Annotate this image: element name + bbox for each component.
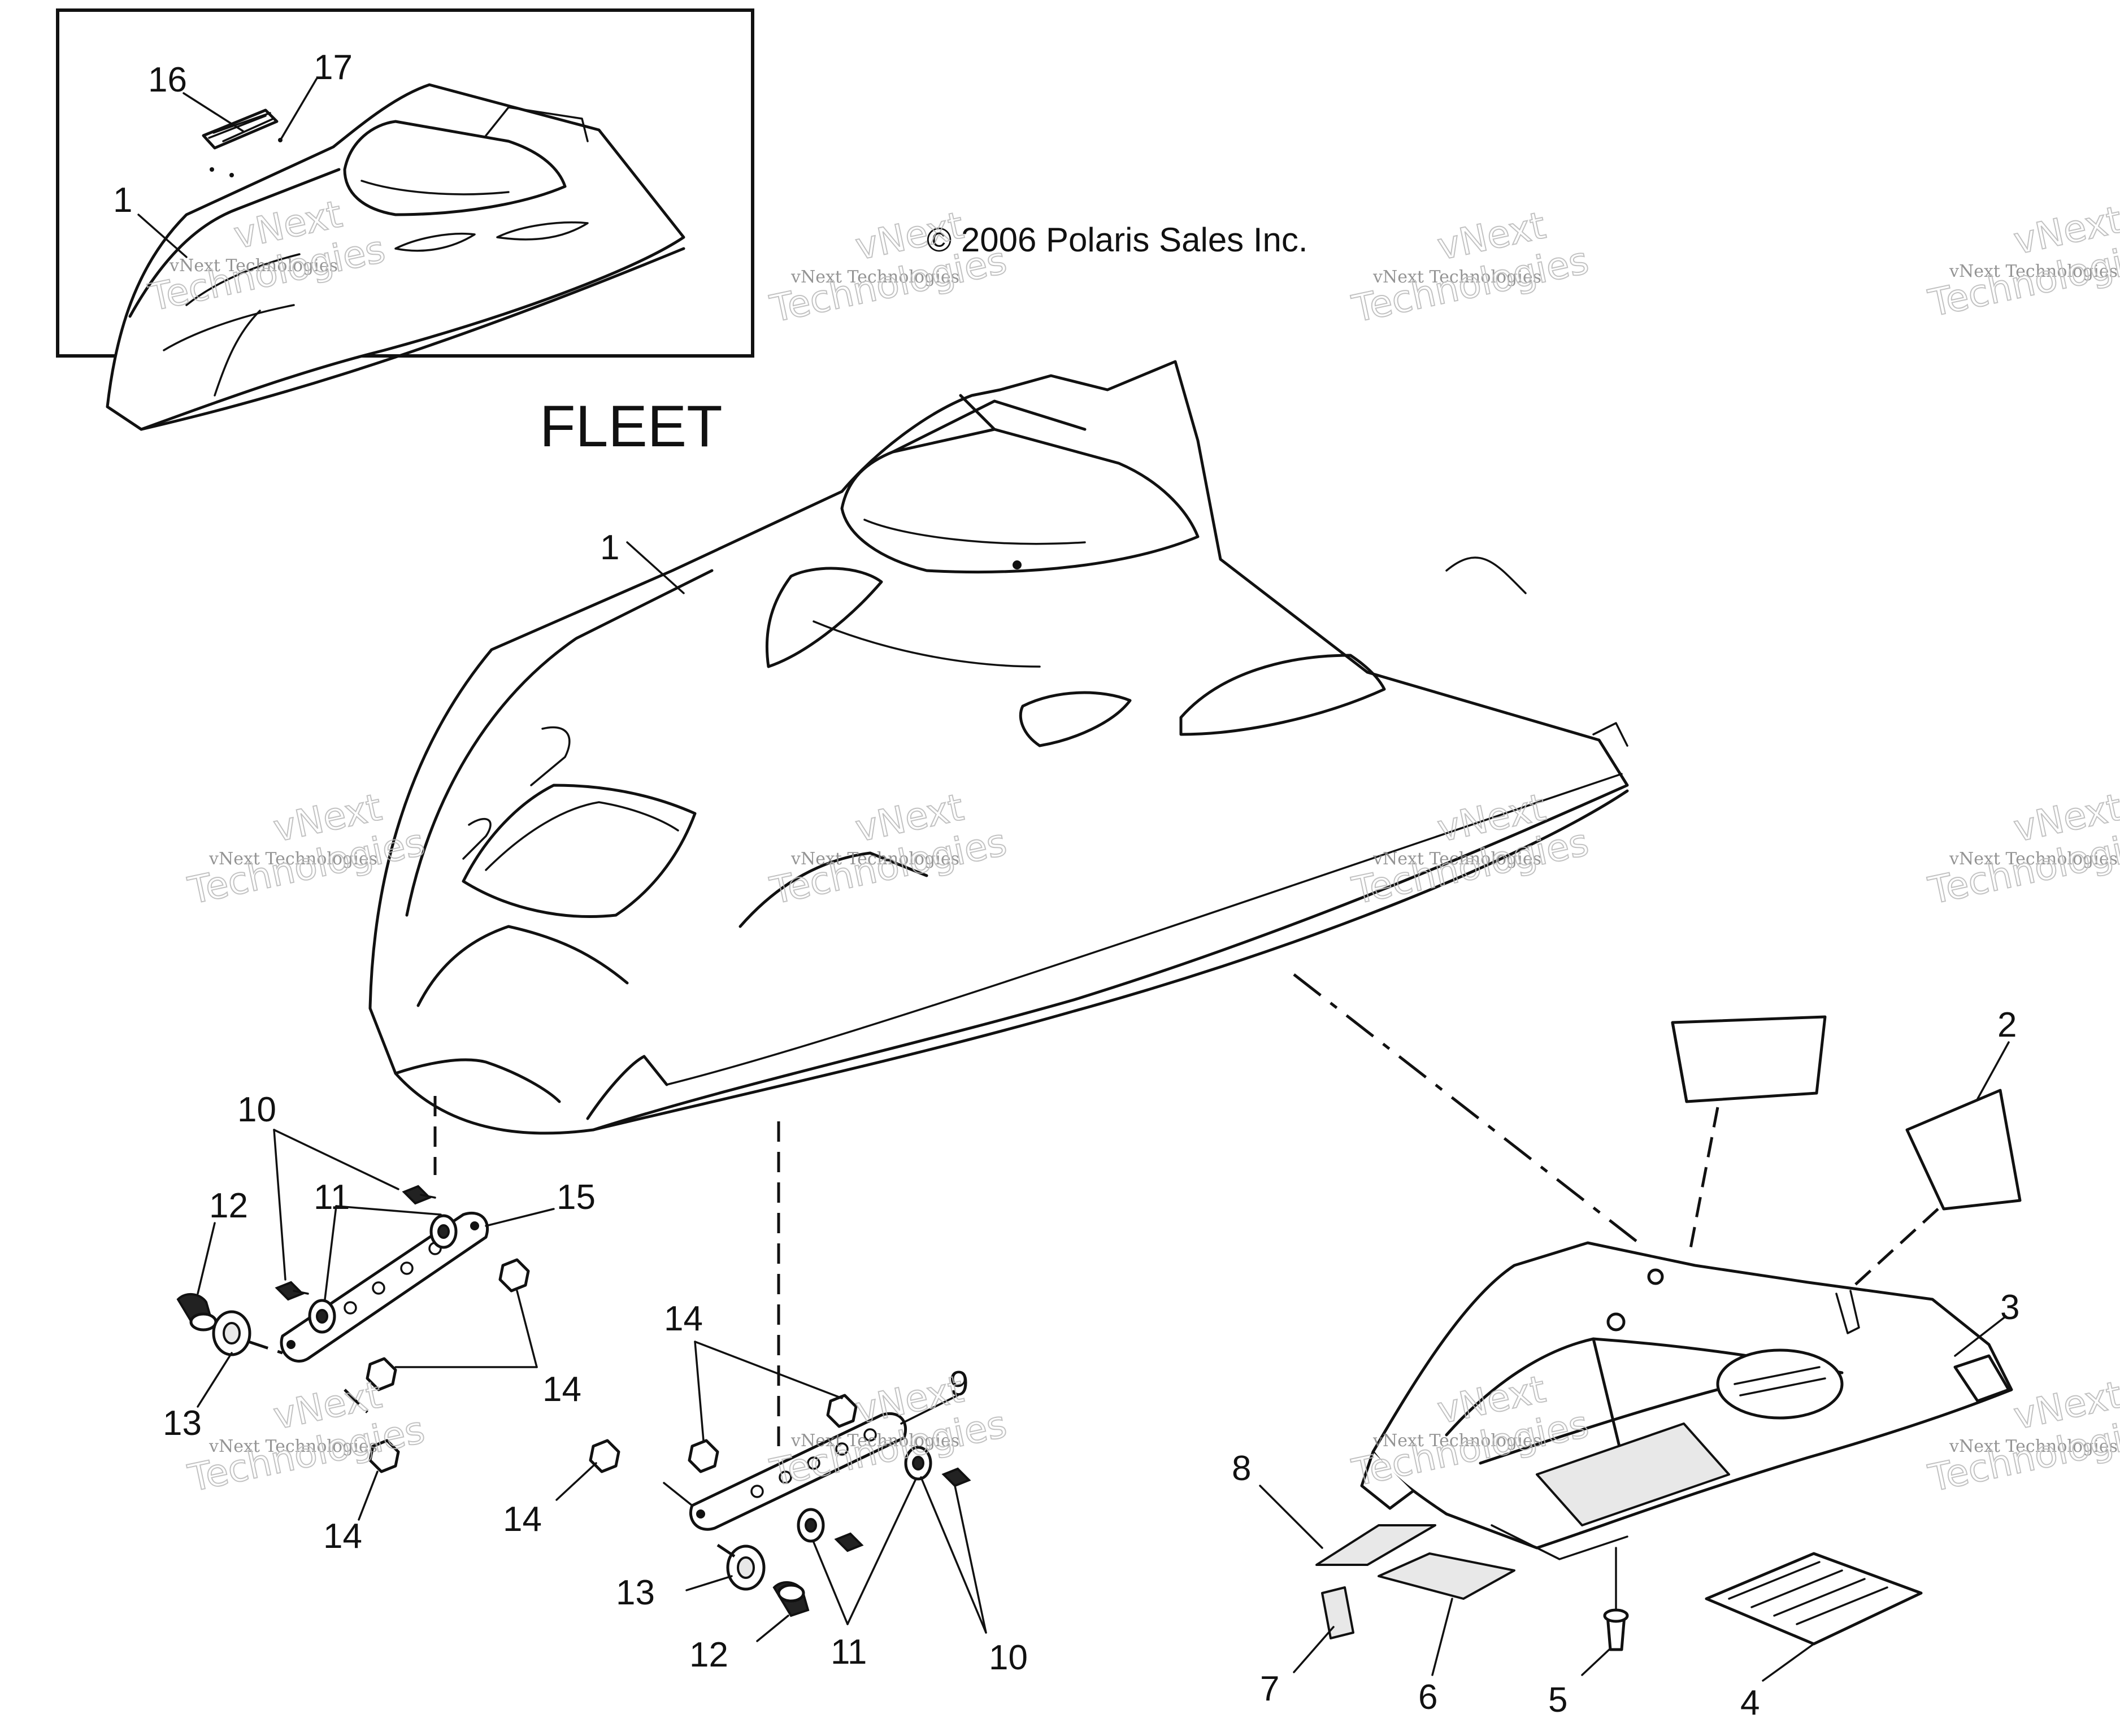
fleet-inset: 16 17 1 FLEET <box>56 8 754 459</box>
callout-2: 2 <box>1997 1006 2017 1045</box>
callout-9: 9 <box>949 1364 968 1403</box>
left-bracket-assembly <box>176 1185 530 1473</box>
inset-hood-drawing <box>106 83 685 431</box>
callout-12-right: 12 <box>689 1635 728 1674</box>
callout-17: 17 <box>314 48 353 87</box>
callout-14-b: 14 <box>323 1517 362 1556</box>
callout-16: 16 <box>148 60 187 99</box>
svg-text:vNext Technologies: vNext Technologies <box>208 1437 377 1456</box>
svg-text:vNext Technologies: vNext Technologies <box>790 1431 959 1451</box>
watermark: vNext vNext Technologies Technologies <box>1348 203 1593 332</box>
callout-14-a: 14 <box>542 1370 581 1409</box>
callout-13-right: 13 <box>616 1573 655 1612</box>
middle-bracket-assembly <box>589 1394 971 1617</box>
callout-3: 3 <box>2000 1288 2019 1327</box>
svg-text:vNext Technologies: vNext Technologies <box>1949 1437 2118 1456</box>
watermark: vNext vNext Technologies Technologies <box>1924 197 2120 326</box>
fleet-label: FLEET <box>540 394 723 459</box>
svg-text:vNext Technologies: vNext Technologies <box>1372 267 1541 287</box>
svg-text:vNext Technologies: vNext Technologies <box>1372 1431 1541 1451</box>
watermark: vNext vNext Technologies Technologies <box>1924 785 2120 913</box>
foam-blocks <box>1671 1015 2022 1211</box>
callout-14-c: 14 <box>664 1299 703 1338</box>
callout-4: 4 <box>1740 1683 1760 1722</box>
svg-text:vNext Technologies: vNext Technologies <box>790 267 959 287</box>
callout-10-left: 10 <box>237 1090 276 1129</box>
callout-12-left: 12 <box>209 1186 248 1225</box>
callout-5: 5 <box>1548 1681 1567 1720</box>
svg-text:vNext Technologies: vNext Technologies <box>1949 849 2118 869</box>
bottom-parts <box>1315 1524 1923 1651</box>
callout-1: 1 <box>600 528 619 567</box>
callout-14-d: 14 <box>503 1500 542 1539</box>
svg-text:vNext Technologies: vNext Technologies <box>1372 849 1541 869</box>
callout-15: 15 <box>557 1178 596 1217</box>
callout-6: 6 <box>1418 1678 1437 1717</box>
callout-11-left: 11 <box>314 1178 350 1217</box>
main-hood-drawing <box>368 360 1629 1135</box>
svg-text:vNext Technologies: vNext Technologies <box>169 256 338 276</box>
underhood-panel <box>1360 1241 2013 1560</box>
svg-text:vNext Technologies: vNext Technologies <box>790 849 959 869</box>
callout-11-right: 11 <box>831 1633 867 1672</box>
callout-7: 7 <box>1260 1669 1279 1708</box>
copyright-text: © 2006 Polaris Sales Inc. <box>927 221 1308 259</box>
callout-8: 8 <box>1232 1449 1251 1488</box>
watermark: vNext vNext Technologies Technologies <box>766 1367 1011 1495</box>
watermark: vNext vNext Technologies Technologies <box>184 1372 429 1501</box>
callout-10-right: 10 <box>989 1638 1028 1677</box>
svg-text:vNext Technologies: vNext Technologies <box>208 849 377 869</box>
callout-1-inset: 1 <box>113 181 132 220</box>
svg-text:vNext Technologies: vNext Technologies <box>1949 262 2118 281</box>
callout-13-left: 13 <box>163 1404 202 1443</box>
